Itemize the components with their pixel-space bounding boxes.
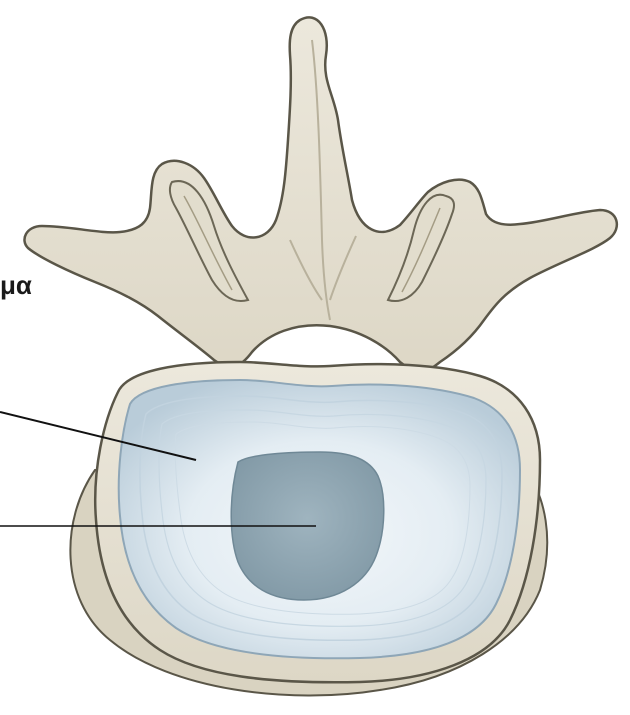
partial-label: μα — [0, 272, 32, 298]
